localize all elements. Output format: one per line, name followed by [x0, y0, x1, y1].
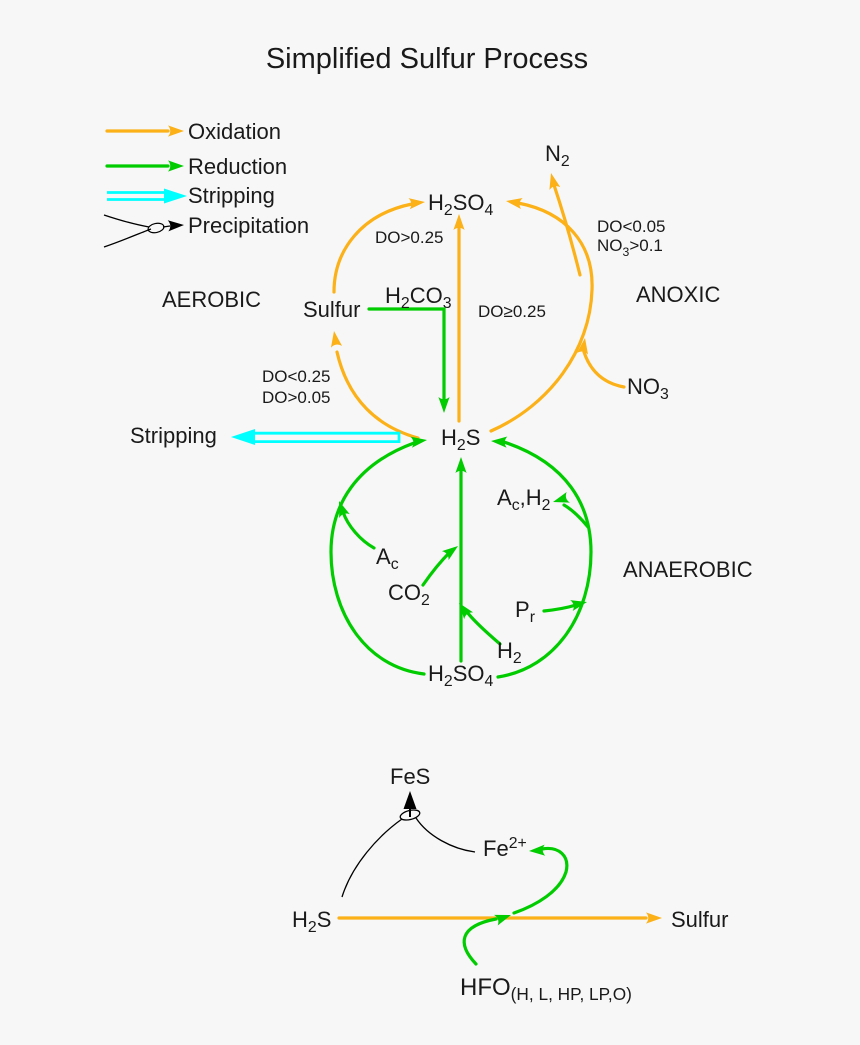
- stripping-label: Stripping: [130, 423, 217, 448]
- h2s-to-sulfur-bottom-oxidation-arrow: [337, 912, 662, 924]
- hfo-reduction-arrow: [462, 844, 569, 966]
- pr-input-arrow: [542, 596, 589, 613]
- arrow-shaft: [512, 846, 569, 915]
- precip-curve-from-h2s: [341, 818, 403, 898]
- condition-do-gt-005: DO>0.05: [262, 388, 331, 407]
- arrow-shaft: [552, 183, 582, 277]
- sulfur-label: Sulfur: [303, 297, 360, 322]
- h2co3-label: H2CO3: [385, 283, 452, 312]
- condition-do-ge-025: DO≥0.25: [478, 302, 546, 321]
- arrow-shaft: [341, 510, 376, 550]
- arrowhead: [646, 912, 662, 924]
- condition-do-gt-025: DO>0.25: [375, 228, 444, 247]
- page-title: Simplified Sulfur Process: [266, 43, 588, 75]
- sulfur-to-h2so4-oxidation-arrow: [332, 196, 426, 294]
- legend-stripping-label: Stripping: [188, 183, 275, 208]
- arrowhead: [328, 330, 343, 348]
- h2-label: H2: [497, 638, 522, 667]
- legend: Oxidation Reduction Stripping Precipitat…: [103, 119, 309, 248]
- precip-ellipse: [399, 809, 421, 821]
- precip-curve: [103, 214, 150, 228]
- stripping-arrow-icon: [107, 188, 187, 204]
- arrow-shaft: [542, 603, 578, 613]
- precip-ellipse: [147, 222, 165, 234]
- sulfur-bottom-label: Sulfur: [671, 907, 728, 932]
- arrow-shaft: [332, 202, 414, 294]
- no3-input-line: [582, 350, 626, 389]
- arrowhead: [403, 791, 417, 809]
- h2s-to-sulfur-oxidation-arrow: [328, 330, 420, 440]
- arrowhead: [168, 160, 184, 172]
- arrow-shaft: [421, 550, 452, 587]
- ac-input-arrow: [333, 499, 376, 550]
- precip-curve-from-fe2: [415, 817, 476, 853]
- condition-do-lt-025: DO<0.25: [262, 367, 331, 386]
- arrowhead: [164, 188, 187, 204]
- stripping-arrow: [231, 429, 401, 445]
- h2so4-top-label: H2SO4: [428, 190, 494, 219]
- h2so4-to-h2s-right-reduction-arrow: [490, 435, 593, 679]
- ac-h2-output-arrow: [551, 491, 590, 529]
- h2s-center-label: H2S: [441, 425, 480, 454]
- arrow-shaft: [367, 307, 446, 402]
- arrow-shaft: [462, 917, 498, 966]
- arrow-shaft: [465, 610, 502, 646]
- pr-label: Pr: [515, 597, 536, 626]
- ac-label: Ac: [376, 544, 399, 573]
- zone-anaerobic-label: ANAEROBIC: [623, 557, 753, 582]
- arrow-shaft: [562, 503, 590, 529]
- ac-h2-label: Ac,H2: [497, 485, 550, 514]
- fes-precipitation-arrow: [341, 791, 476, 898]
- arrow-shaft: [489, 201, 594, 433]
- h2s-bottom-label: H2S: [292, 907, 331, 936]
- co2-input-arrow: [421, 541, 462, 587]
- arrowhead: [438, 397, 450, 413]
- condition-do-lt-005: DO<0.05: [597, 217, 666, 236]
- reduction-arrow-icon: [105, 160, 184, 172]
- arrow-shaft: [335, 350, 420, 440]
- legend-reduction-label: Reduction: [188, 154, 287, 179]
- arrowhead: [528, 844, 546, 857]
- no3-label: NO3: [627, 374, 669, 403]
- zone-anoxic-label: ANOXIC: [636, 282, 720, 307]
- legend-precipitation-label: Precipitation: [188, 213, 309, 238]
- arrowhead: [168, 125, 184, 137]
- arrow-shaft: [162, 225, 171, 228]
- fes-label: FeS: [390, 764, 430, 789]
- arrow-shaft: [329, 441, 426, 676]
- condition-no3-gt-01: NO3>0.1: [597, 236, 663, 259]
- fe2-label: Fe2+: [483, 835, 527, 861]
- h2s-to-h2so4-anoxic-arrow: [489, 195, 594, 433]
- arrowhead: [455, 457, 467, 473]
- n2-label: N2: [545, 141, 570, 170]
- h2so4-to-h2s-mid-reduction-arrow: [455, 457, 467, 663]
- precipitation-arrow-icon: [103, 214, 185, 248]
- h2so4-to-h2s-left-reduction-arrow: [329, 434, 428, 676]
- legend-oxidation-label: Oxidation: [188, 119, 281, 144]
- oxidation-arrow-icon: [105, 125, 184, 137]
- hfo-label: HFO(H, L, HP, LP,O): [460, 974, 632, 1004]
- h2so4-bottom-label: H2SO4: [428, 661, 494, 690]
- precip-curve: [103, 228, 152, 248]
- arrowhead: [167, 219, 185, 232]
- sulfur-h2co3-to-h2s-reduction-arrow: [367, 307, 450, 413]
- h2-input-arrow: [454, 599, 502, 646]
- arrowhead: [453, 214, 465, 230]
- arrowhead: [545, 171, 561, 190]
- arrow-shaft: [496, 440, 593, 679]
- co2-label: CO2: [388, 580, 430, 609]
- zone-aerobic-label: AEROBIC: [162, 287, 261, 312]
- n2-release-arrow: [545, 171, 582, 277]
- arrowhead: [231, 429, 255, 445]
- h2s-to-h2so4-oxidation-arrow: [453, 214, 465, 423]
